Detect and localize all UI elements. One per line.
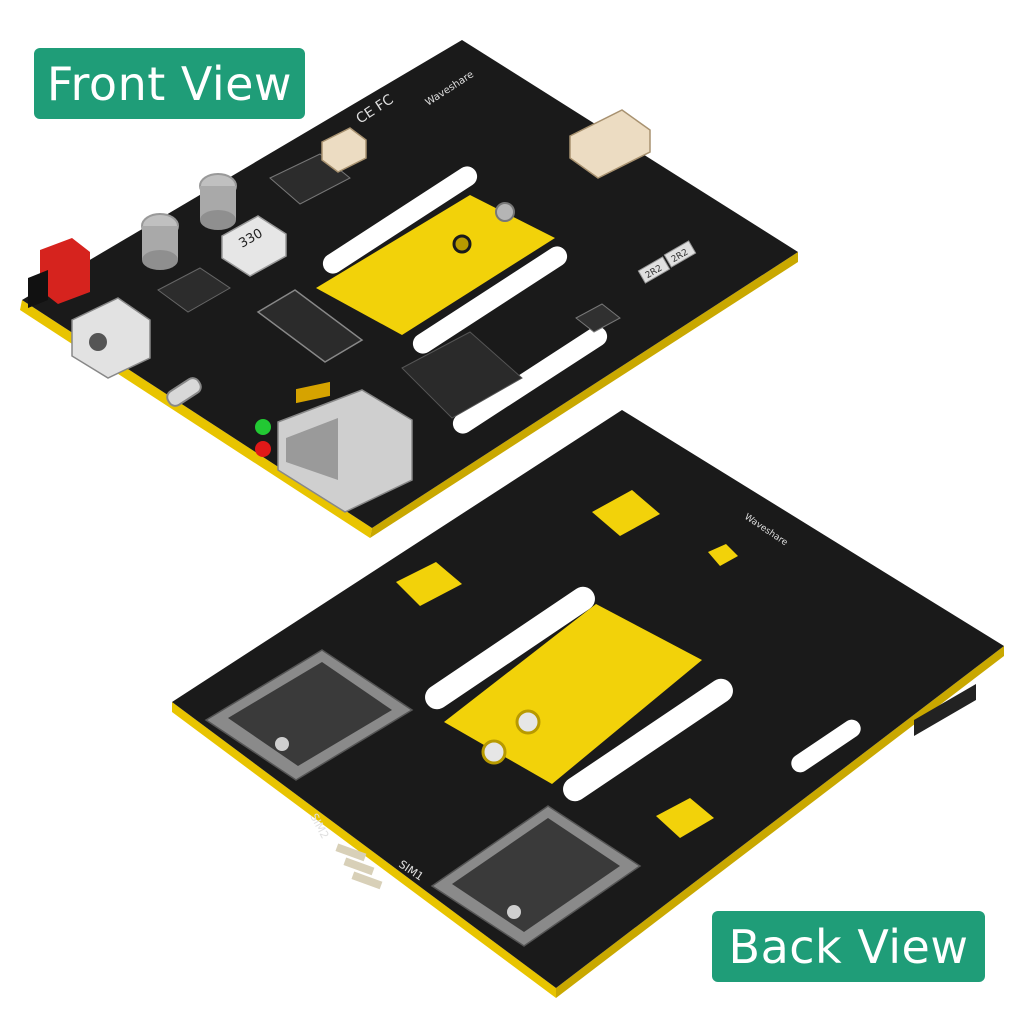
back-view-label: Back View (712, 911, 985, 982)
back-pad-c (708, 544, 738, 566)
rj45-jack (277, 381, 413, 513)
m2-slot (256, 289, 364, 363)
power-ic (157, 267, 231, 313)
power-switch (40, 238, 90, 304)
led-green (255, 419, 271, 435)
controller-chip (575, 303, 621, 333)
front-slot-middle (412, 246, 568, 354)
front-screw-hole (452, 234, 472, 254)
front-slot-top (322, 166, 478, 274)
front-slot-bottom (452, 326, 608, 434)
side-connector (914, 684, 976, 736)
front-board-edge-right (370, 252, 798, 538)
sim1-slot (430, 805, 642, 947)
jst-connector-4pin (569, 109, 651, 179)
resistor-2r2-b (663, 240, 697, 268)
dc-jack (71, 297, 151, 379)
back-pad-a (396, 562, 462, 606)
back-board: SIM2 SIM1 Waveshare (172, 410, 1004, 998)
front-copper-pad (316, 195, 555, 335)
front-view-label: Front View (34, 48, 305, 119)
led-red (255, 441, 271, 457)
ethernet-chip (401, 331, 523, 419)
back-slot-small (791, 719, 861, 773)
back-slot-bottom (563, 678, 733, 802)
back-slot-top (425, 586, 595, 710)
front-standoff (495, 202, 515, 222)
usb-c-port (166, 377, 202, 407)
inductor (221, 215, 287, 277)
sim2-slot (204, 649, 414, 781)
back-screw-hole-2 (481, 739, 507, 765)
back-pad-d (656, 798, 714, 838)
back-board-edge-left (172, 702, 556, 998)
header-pins (335, 843, 383, 890)
resistor-2r2-a (637, 256, 671, 284)
back-copper-pad (444, 604, 702, 784)
back-board-edge-right (556, 646, 1004, 998)
jst-connector-2pin (321, 127, 367, 173)
front-board: 330 2R2 2R2 Waveshare CE FC (20, 40, 798, 538)
back-screw-hole-1 (515, 709, 541, 735)
back-pad-b (592, 490, 660, 536)
